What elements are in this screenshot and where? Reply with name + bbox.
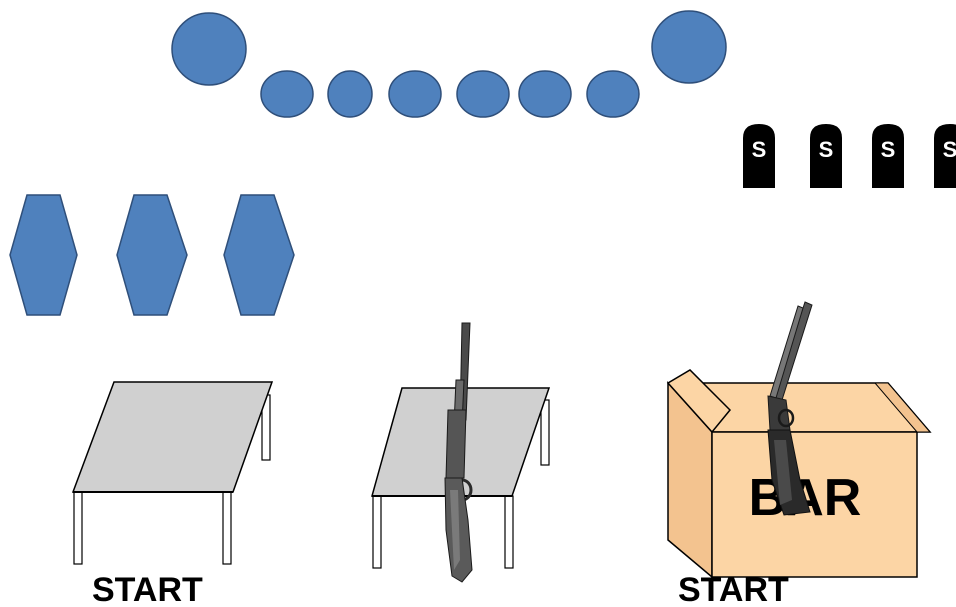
table-with-rifle bbox=[371, 322, 551, 583]
large-plate-target-left bbox=[171, 12, 247, 86]
shotgun-icon bbox=[767, 301, 813, 516]
svg-text:S: S bbox=[819, 137, 834, 162]
steel-plate-row bbox=[171, 10, 727, 118]
start-label-right: START bbox=[678, 571, 789, 607]
small-plate-target bbox=[586, 70, 640, 118]
hexagon-target bbox=[9, 194, 78, 316]
rifle-icon bbox=[444, 322, 473, 583]
small-plate-target bbox=[518, 70, 572, 118]
small-plate-target bbox=[260, 70, 314, 118]
large-plate-target-right bbox=[651, 10, 727, 84]
svg-text:S: S bbox=[943, 137, 956, 162]
shotgun-knockdown-icon: S bbox=[872, 124, 904, 188]
small-plate-target bbox=[327, 70, 373, 118]
shotgun-knockdown-icon: S bbox=[810, 124, 842, 188]
hexagon-target bbox=[223, 194, 295, 316]
shotgun-knockdown-row: S S S S bbox=[743, 124, 956, 188]
start-label-left: START bbox=[92, 571, 203, 607]
hexagon-target bbox=[116, 194, 188, 316]
svg-text:S: S bbox=[881, 137, 896, 162]
small-plate-target bbox=[388, 70, 442, 118]
table-left bbox=[71, 381, 274, 565]
shotgun-knockdown-icon: S bbox=[743, 124, 775, 188]
svg-text:S: S bbox=[752, 137, 767, 162]
box-with-shotgun: BAR bbox=[666, 301, 932, 579]
shotgun-knockdown-icon: S bbox=[934, 124, 956, 188]
small-plate-target bbox=[456, 70, 510, 118]
hexagon-target-row bbox=[9, 194, 295, 316]
